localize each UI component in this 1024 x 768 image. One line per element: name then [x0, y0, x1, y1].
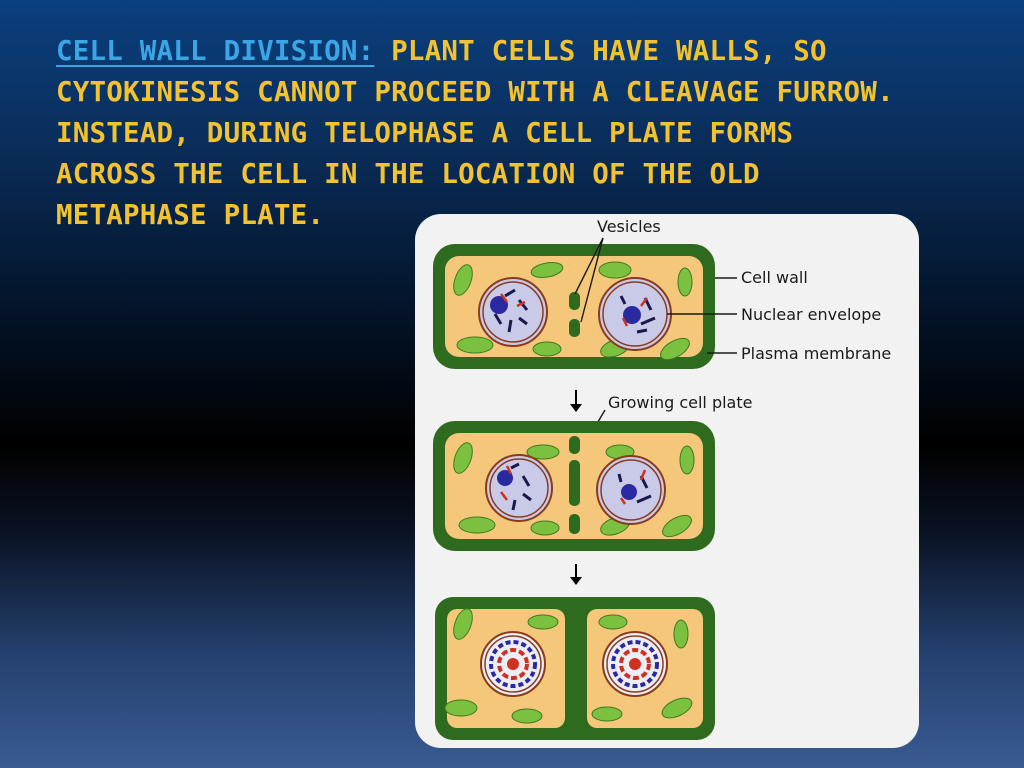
- arrow-down-icon: [570, 564, 582, 585]
- body-line-4: ACROSS THE CELL IN THE LOCATION OF THE O…: [56, 158, 760, 190]
- stage-1-cell: [433, 244, 715, 369]
- plasma-membrane-label: Plasma membrane: [741, 344, 891, 363]
- stage-2-cell: [433, 421, 715, 551]
- slide-text: CELL WALL DIVISION: PLANT CELLS HAVE WAL…: [56, 31, 1006, 236]
- stage-3-cells: [435, 597, 715, 740]
- growing-cell-plate-label: Growing cell plate: [608, 393, 752, 412]
- body-line-5: METAPHASE PLATE.: [56, 199, 325, 231]
- cell-wall-label: Cell wall: [741, 268, 808, 287]
- body-line-2: CYTOKINESIS CANNOT PROCEED WITH A CLEAVA…: [56, 76, 894, 108]
- stage-1-leaders: [574, 237, 737, 354]
- figure-svg: Vesicles Cell wall Nuclear envelope Plas…: [433, 217, 891, 740]
- vesicles-label: Vesicles: [597, 217, 661, 236]
- arrow-down-icon: [570, 390, 582, 412]
- cytokinesis-figure: Vesicles Cell wall Nuclear envelope Plas…: [415, 214, 919, 748]
- body-line-1: PLANT CELLS HAVE WALLS, SO: [374, 35, 827, 67]
- nuclear-envelope-label: Nuclear envelope: [741, 305, 881, 324]
- body-line-3: INSTEAD, DURING TELOPHASE A CELL PLATE F…: [56, 117, 794, 149]
- slide-heading: CELL WALL DIVISION:: [56, 35, 375, 67]
